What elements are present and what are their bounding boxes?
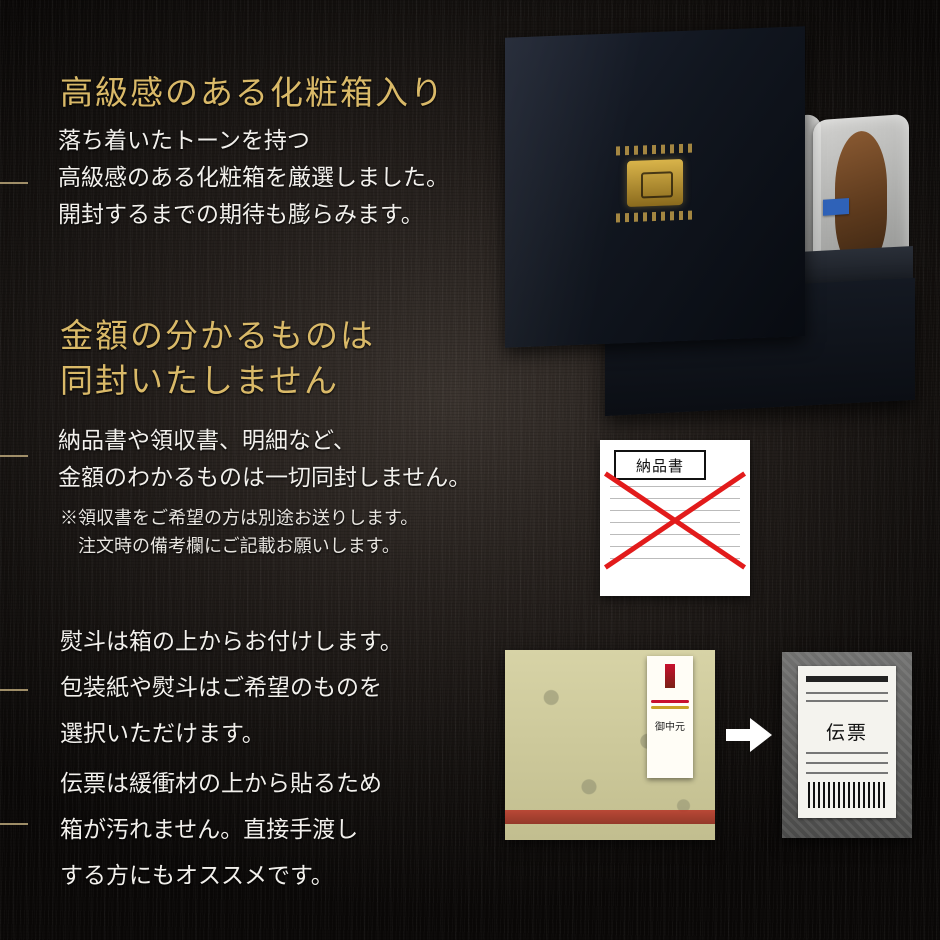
wrapping-band: [505, 810, 715, 824]
shipping-box: 伝票: [782, 652, 912, 838]
crest-ornament-bottom: [616, 210, 694, 223]
shipping-label: 伝票: [798, 666, 896, 818]
invoice-title: 納品書: [614, 450, 706, 480]
section-2-line-2: 金額のわかるものは一切同封しません。: [58, 464, 472, 490]
section-tick: [0, 689, 28, 691]
noshi-paper: 御中元: [647, 656, 693, 778]
shipping-box-illustration: 伝票: [782, 652, 912, 838]
section-2-heading-line-2: 同封いたしません: [60, 362, 340, 399]
section-3-line-3: 選択いただけます。: [60, 720, 265, 746]
section-2-line-1: 納品書や領収書、明細など、: [58, 427, 356, 453]
section-1-line-2: 高級感のある化粧箱を厳選しました。: [58, 164, 449, 190]
noshi-ornament-icon: [665, 664, 675, 688]
crest-ornament-top: [616, 143, 694, 156]
cross-out-icon: [600, 440, 750, 596]
invoice-illustration: 納品書: [600, 440, 750, 596]
section-tick: [0, 455, 28, 457]
gold-crest-icon: [627, 158, 683, 208]
section-4-line-2: 箱が汚れません。直接手渡し: [60, 816, 359, 842]
noshi-label: 御中元: [655, 722, 685, 733]
arrow-right-icon: [726, 718, 772, 752]
section-4-line-3: する方にもオススメです。: [60, 862, 334, 888]
box-lid: [505, 26, 805, 348]
section-1-heading: 高級感のある化粧箱入り: [60, 74, 445, 111]
section-3-line-1: 熨斗は箱の上からお付けします。: [60, 628, 403, 654]
barcode-icon: [808, 782, 886, 808]
section-2-heading-line-1: 金額の分かるものは: [60, 317, 375, 354]
mizuhiki-icon: [651, 696, 689, 714]
wrapped-gift-illustration: 御中元: [505, 650, 715, 840]
section-2-note-1: ※領収書をご希望の方は別途お送りします。: [60, 508, 419, 528]
section-1-line-3: 開封するまでの期待も膨らみます。: [58, 201, 424, 227]
invoice-paper: 納品書: [600, 440, 750, 596]
shipping-label-text: 伝票: [825, 723, 868, 744]
section-2-note-2: 注文時の備考欄にご記載お願いします。: [78, 536, 400, 556]
pack-tag: [823, 197, 849, 216]
section-4-line-1: 伝票は緩衝材の上から貼るため: [60, 770, 382, 796]
section-tick: [0, 823, 28, 825]
gift-box-illustration: [487, 18, 927, 438]
section-tick: [0, 182, 28, 184]
section-3-line-2: 包装紙や熨斗はご希望のものを: [60, 674, 382, 700]
section-1-line-1: 落ち着いたトーンを持つ: [58, 127, 310, 153]
